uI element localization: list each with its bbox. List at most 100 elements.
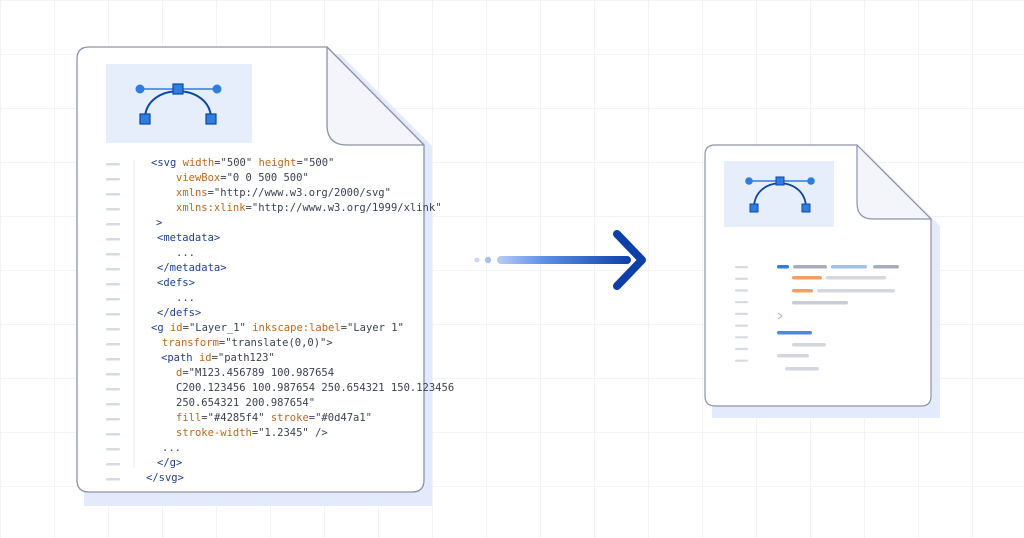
code-bar [826,276,886,280]
line-number-mark [106,193,120,196]
code-token: xmlns:xlink [176,202,246,214]
code-line: stroke-width="1.2345" /> [176,426,328,440]
line-number-mark [106,223,120,226]
code-token: d [176,367,183,379]
code-token: xmlns [176,187,208,199]
conversion-arrow [474,230,646,290]
line-number-mark [106,268,120,271]
code-token: ="500" [296,157,335,169]
target-bezier-anchor-left [749,203,759,213]
line-number-mark [106,178,120,181]
code-bar [792,276,822,280]
code-bar [792,301,848,305]
code-token: ="Layer_1" [182,322,246,334]
code-token: ="M123.456789 100.987654 [182,367,335,379]
target-bezier-handle-left [745,177,753,185]
target-bezier-anchor-top [775,176,785,186]
code-token: transform [162,337,219,349]
target-document-fold [856,144,932,220]
code-line: > [156,217,163,229]
arrow-dot-2 [484,256,492,264]
line-number-mark [106,388,120,391]
code-token: ="0 0 500 500" [220,172,309,184]
bezier-icon-background [106,64,252,143]
target-bezier-icon [724,161,834,227]
code-line: xmlns="http://www.w3.org/2000/svg" [176,186,391,200]
code-token: height [258,157,297,169]
target-bezier-anchor-right [801,203,811,213]
code-line: <defs> [157,277,195,289]
line-number-mark [106,283,120,286]
code-line: d="M123.456789 100.987654 [176,366,334,380]
line-number-mark [735,312,748,315]
code-token: <svg [151,157,177,169]
arrow-head [613,230,646,290]
source-document-page [76,46,425,493]
line-number-mark [106,298,120,301]
code-token: ="500" [214,157,253,169]
line-number-mark [106,208,120,211]
code-token: ="#4285f4" [201,412,265,424]
code-bar [792,343,826,347]
line-number-mark [106,463,120,466]
source-line-gutter [106,163,120,481]
code-line: ... [176,247,195,259]
code-bar [777,354,809,358]
code-line: ... [162,442,181,454]
line-number-mark [735,266,748,269]
line-number-mark [106,373,120,376]
code-line: <metadata> [157,232,221,244]
code-bar [785,367,819,371]
target-bezier-handle-right [807,177,815,185]
line-number-mark [735,359,748,362]
code-token: <g [151,322,164,334]
code-line: <g id="Layer_1" inkscape:label="Layer 1" [151,321,404,335]
code-token: width [182,157,215,169]
bezier-handle-right [212,84,222,94]
line-number-mark [106,418,120,421]
code-line: viewBox="0 0 500 500" [176,171,309,185]
code-bar [831,265,867,269]
bezier-anchor-top [172,83,184,95]
source-document [76,46,432,506]
code-token: stroke [270,412,309,424]
code-line: </svg> [146,472,184,484]
code-line: <path id="path123" [161,351,275,365]
line-number-mark [735,336,748,339]
code-line: </metadata> [157,262,227,274]
code-bar [777,265,789,269]
code-line: ... [176,292,195,304]
line-number-mark [735,301,748,304]
line-number-mark [106,313,120,316]
line-number-mark [106,163,120,166]
arrow-right-icon [497,256,631,264]
code-line: <svg width="500" height="500" [151,156,334,170]
source-document-fold [326,46,425,146]
code-line: C200.123456 100.987654 250.654321 150.12… [176,382,455,394]
code-token: ="http://www.w3.org/2000/svg" [207,187,391,199]
code-token: fill [176,412,202,424]
line-number-mark [106,448,120,451]
target-document [704,144,940,418]
line-number-mark [106,403,120,406]
code-token: ="1.2345" /> [251,427,328,439]
target-line-gutter [735,266,748,362]
code-token: ="#0d47a1" [308,412,372,424]
code-token: ="translate(0,0)"> [218,337,333,349]
line-number-mark [106,238,120,241]
code-token: stroke-width [176,427,252,439]
line-number-mark [735,347,748,351]
code-line: </defs> [157,307,202,319]
bezier-anchor-left [139,113,151,125]
target-bezier-icon-background [724,161,834,227]
code-token: viewBox [176,172,221,184]
code-token: inkscape:label [252,322,341,334]
line-number-mark [106,478,120,481]
chevron-right-icon [777,312,783,320]
code-token: ="http://www.w3.org/1999/xlink" [245,202,442,214]
code-bar [793,265,827,269]
code-token: id [169,322,183,334]
code-bar [777,331,812,335]
line-number-mark [106,328,120,331]
source-bezier-icon [106,64,252,143]
